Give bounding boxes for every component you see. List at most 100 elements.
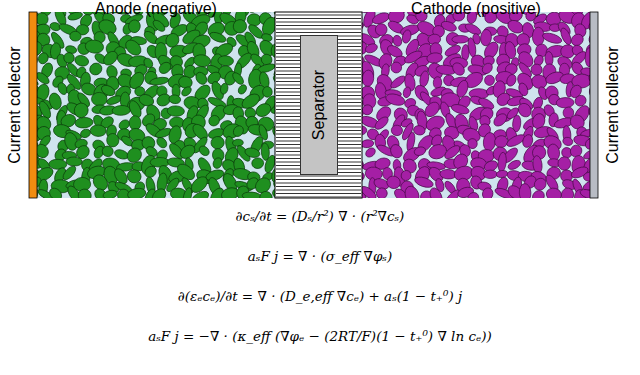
particle	[69, 31, 81, 41]
particle	[251, 157, 264, 169]
particle	[389, 74, 407, 90]
anode-collector-bar	[29, 12, 37, 198]
particle	[66, 157, 83, 167]
particle	[558, 156, 571, 170]
separator-hatch	[276, 32, 361, 33]
particle	[112, 105, 131, 116]
particle	[47, 186, 64, 198]
particle	[167, 106, 185, 117]
particle	[389, 143, 405, 160]
particle	[364, 146, 377, 159]
separator-hatch	[276, 18, 361, 19]
particle	[545, 187, 563, 198]
particle	[384, 92, 406, 107]
particle	[79, 128, 92, 139]
vertical-label: Current collector	[604, 46, 622, 163]
particle	[492, 111, 510, 128]
particle	[270, 122, 275, 141]
vertical-label: Separator	[310, 70, 328, 140]
particle	[483, 170, 497, 179]
particle	[62, 51, 76, 65]
separator-hatch	[276, 22, 361, 23]
particle	[385, 174, 402, 190]
particle	[362, 103, 374, 117]
cathode-collector-bar	[590, 12, 598, 198]
particle	[84, 39, 104, 54]
particle	[562, 136, 574, 146]
particle	[496, 170, 508, 179]
particle	[189, 189, 211, 198]
particle	[585, 48, 590, 67]
particle	[587, 83, 590, 101]
particle	[450, 103, 470, 116]
cathode-electrolyte	[362, 12, 590, 198]
particle	[556, 97, 574, 108]
separator-hatch	[276, 25, 361, 26]
particle	[237, 83, 249, 95]
particle	[180, 85, 193, 98]
current-collector: Current collector	[2, 12, 28, 198]
particle	[257, 189, 274, 198]
particle	[76, 186, 94, 198]
particle	[362, 20, 365, 35]
particle	[586, 28, 590, 47]
particle	[270, 104, 275, 116]
particle	[560, 187, 574, 198]
particle	[579, 188, 590, 198]
particle	[72, 101, 89, 119]
separator-region	[275, 12, 362, 198]
particle	[440, 19, 458, 33]
particle	[61, 164, 78, 182]
particle	[181, 187, 193, 198]
particle	[272, 74, 275, 87]
cathode-region: Cathode (positive)	[362, 12, 590, 198]
particle	[212, 156, 224, 169]
separator-hatch	[276, 197, 361, 198]
particle	[262, 86, 272, 97]
particle	[102, 189, 118, 198]
particle	[231, 71, 246, 86]
particle	[37, 13, 48, 26]
separator-hatch	[276, 179, 361, 180]
equation: aₛF j = −∇ · (κ_eff (∇φₑ − (2RT/F)(1 − t…	[0, 328, 640, 344]
particle	[413, 146, 427, 157]
particle	[150, 186, 169, 198]
particle	[494, 134, 509, 148]
particle	[362, 70, 374, 87]
anode-region: Anode (negative)	[37, 12, 275, 198]
particle	[465, 190, 481, 198]
particle	[428, 186, 445, 198]
particle	[231, 124, 245, 139]
particle	[151, 18, 167, 33]
separator-hatch	[276, 176, 361, 177]
particle	[254, 101, 273, 119]
particle	[375, 186, 389, 198]
particle	[426, 52, 443, 64]
particle	[207, 113, 222, 128]
particle	[168, 94, 181, 104]
particle	[517, 82, 529, 97]
particle	[218, 55, 234, 66]
particle	[242, 191, 262, 198]
particle	[150, 158, 169, 168]
particle	[464, 22, 483, 37]
separator-hatch	[276, 183, 361, 184]
particle	[127, 187, 147, 198]
particle	[149, 76, 169, 86]
particle	[402, 86, 411, 98]
equation: ∂(εₑcₑ)/∂t = ∇ · (D_e,eff ∇cₑ) + aₛ(1 − …	[0, 288, 640, 304]
particle	[87, 61, 104, 77]
particle	[519, 183, 532, 198]
particle	[467, 37, 477, 57]
particle	[427, 142, 449, 161]
particle	[530, 188, 547, 198]
particle	[210, 135, 225, 150]
particle	[583, 136, 590, 152]
particle	[101, 145, 114, 158]
particle	[403, 184, 422, 198]
particle	[532, 155, 543, 174]
region-heading: Cathode (positive)	[362, 0, 590, 18]
particle	[583, 172, 590, 182]
particle	[37, 70, 51, 86]
particle	[74, 54, 90, 68]
